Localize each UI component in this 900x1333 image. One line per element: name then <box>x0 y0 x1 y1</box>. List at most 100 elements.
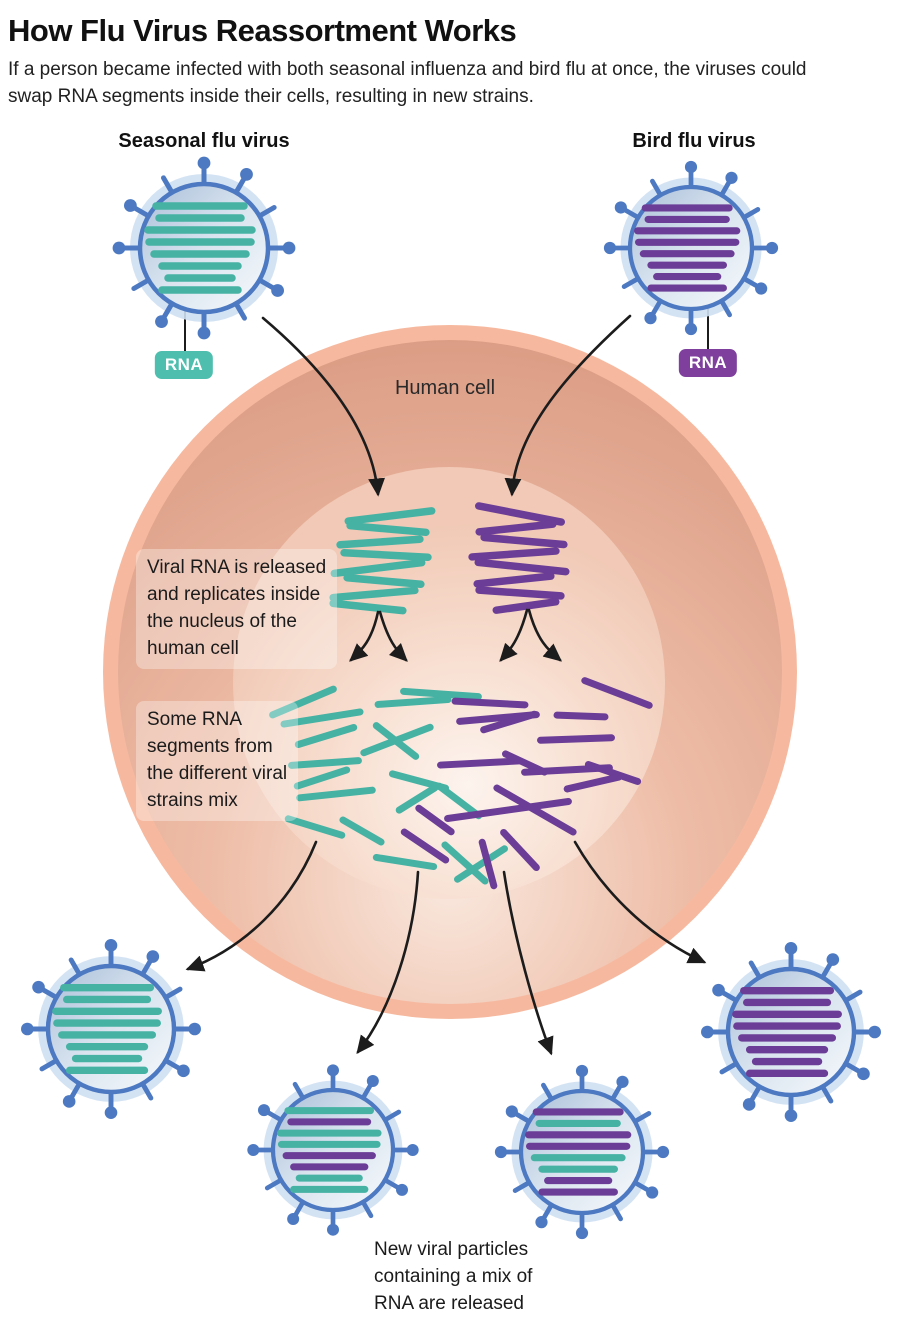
virus-spike-knob <box>366 1074 379 1087</box>
virus-spike-knob <box>406 1144 419 1156</box>
rna-cluster-segment-teal <box>330 558 426 578</box>
virus-spike-knob <box>765 241 779 255</box>
annotation-rna-released: Viral RNA is released and replicates ins… <box>136 549 338 669</box>
rna-mixed-segment-purple <box>581 677 653 709</box>
virus-spike-knob <box>155 315 168 329</box>
virus-spike-knob <box>287 1213 300 1226</box>
rna-mixed-segment-purple <box>563 773 623 793</box>
rna-cluster-segment-teal <box>340 549 432 561</box>
rna-mixed-segment-purple <box>500 828 540 872</box>
virus-spike-knob <box>197 326 211 340</box>
rna-mixed-segment-purple <box>553 711 609 721</box>
virus-spike-knob <box>616 1075 629 1088</box>
virus-spike-knob <box>505 1105 518 1118</box>
virus-spike-knob <box>603 241 617 255</box>
virus-spike-knob <box>575 1064 589 1078</box>
virus-spike-knob <box>104 1106 118 1119</box>
virus-spike-knob <box>535 1216 548 1229</box>
rna-cluster-segment-purple <box>475 502 565 526</box>
page-subtitle: If a person became infected with both se… <box>8 59 807 107</box>
seasonal-virus-label: Seasonal flu virus <box>118 130 290 152</box>
arrow-teal-split-left <box>349 610 380 662</box>
virus-offspring-3 <box>494 1064 670 1240</box>
rna-cluster-segment-purple <box>475 586 565 600</box>
rna-cluster-segment-teal <box>346 521 430 537</box>
rna-cluster-segment-purple <box>468 547 560 561</box>
virus-spike-knob <box>701 1025 714 1039</box>
human-cell-label: Human cell <box>394 377 496 399</box>
virus-spike-knob <box>146 950 160 963</box>
rna-mixed-segment-purple <box>444 798 572 822</box>
rna-mixed-segment-purple <box>584 761 642 785</box>
arrow-layer <box>185 314 707 1056</box>
rna-cluster-segment-teal <box>336 535 424 549</box>
rna-mixed-segment-teal <box>280 708 364 728</box>
virus-spike-knob <box>725 171 738 184</box>
rna-mixed-segment-teal <box>374 696 452 708</box>
rna-mixed-segment-teal <box>293 766 351 790</box>
rna-mix-layer <box>269 502 653 890</box>
rna-cluster-segment-teal <box>344 507 436 525</box>
virus-spike-knob <box>177 1064 190 1078</box>
virus-spike-knob <box>271 284 285 297</box>
rna-mixed-segment-teal <box>339 816 385 846</box>
virus-spike-knob <box>646 1186 659 1199</box>
virus-spike-knob <box>684 322 698 336</box>
rna-mixed-segment-purple <box>451 697 529 709</box>
rna-badge-bird: RNA <box>678 349 738 377</box>
rna-mixed-segment-teal <box>269 685 337 719</box>
rna-mixed-segment-teal <box>372 722 420 760</box>
rna-cluster-segment-teal <box>329 599 407 615</box>
arrow-exit-midleft <box>356 870 420 1055</box>
virus-spike-knob <box>240 167 253 181</box>
rna-mixed-segment-teal <box>294 724 358 748</box>
rna-mixed-segment-purple <box>478 838 498 890</box>
virus-spike-knob <box>575 1226 589 1240</box>
rna-cluster-segment-purple <box>475 520 557 536</box>
rna-mixed-segment-purple <box>480 710 538 734</box>
virus-spike-knob <box>32 980 45 994</box>
virus-offspring-1 <box>21 939 201 1119</box>
rna-cluster-segment-purple <box>480 533 568 549</box>
rna-mixed-segment-purple <box>415 804 455 836</box>
virus-spike-knob <box>247 1144 260 1156</box>
virus-spike-knob <box>826 953 840 966</box>
rna-mixed-segment-teal <box>288 757 362 769</box>
virus-spike-knob <box>123 199 137 212</box>
rna-mixed-segment-teal <box>441 841 489 885</box>
virus-spike-knob <box>755 282 768 295</box>
rna-cluster-segment-purple <box>474 558 570 576</box>
rna-cluster-segment-teal <box>329 586 419 602</box>
virus-spike-knob <box>712 983 725 997</box>
rna-mixed-segment-teal <box>296 786 376 802</box>
virus-spike-knob <box>327 1223 339 1236</box>
rna-mixed-segment-purple <box>400 828 450 864</box>
virus-spike-knob <box>327 1064 339 1077</box>
virus-spike-knob <box>396 1183 409 1196</box>
virus-bird <box>603 160 779 336</box>
rna-mixed-segment-purple <box>537 734 615 744</box>
virus-spike-knob <box>104 939 118 952</box>
virus-spike-knob <box>494 1145 508 1159</box>
virus-spike-knob <box>257 1104 270 1117</box>
virus-spike-knob <box>857 1067 870 1081</box>
virus-spike-knob <box>112 241 126 255</box>
arrow-purple-split-right <box>527 608 562 662</box>
virus-spike-knob <box>784 942 798 955</box>
virus-spike-knob <box>197 156 211 170</box>
virus-spike-knob <box>784 1109 798 1122</box>
rna-mixed-segment-purple <box>437 757 523 769</box>
rna-cluster-segment-teal <box>343 574 425 588</box>
rna-mixed-segment-teal <box>435 782 483 820</box>
virus-offspring-4 <box>701 942 881 1122</box>
virus-layer <box>21 156 881 1240</box>
rna-badge-seasonal: RNA <box>154 351 214 379</box>
arrow-purple-split-left <box>499 608 529 662</box>
page-title: How Flu Virus Reassortment Works <box>8 13 517 48</box>
virus-spike-knob <box>614 201 627 214</box>
rna-mixed-segment-teal <box>372 853 438 871</box>
bird-virus-label: Bird flu virus <box>632 130 756 152</box>
virus-spike-knob <box>644 312 657 325</box>
